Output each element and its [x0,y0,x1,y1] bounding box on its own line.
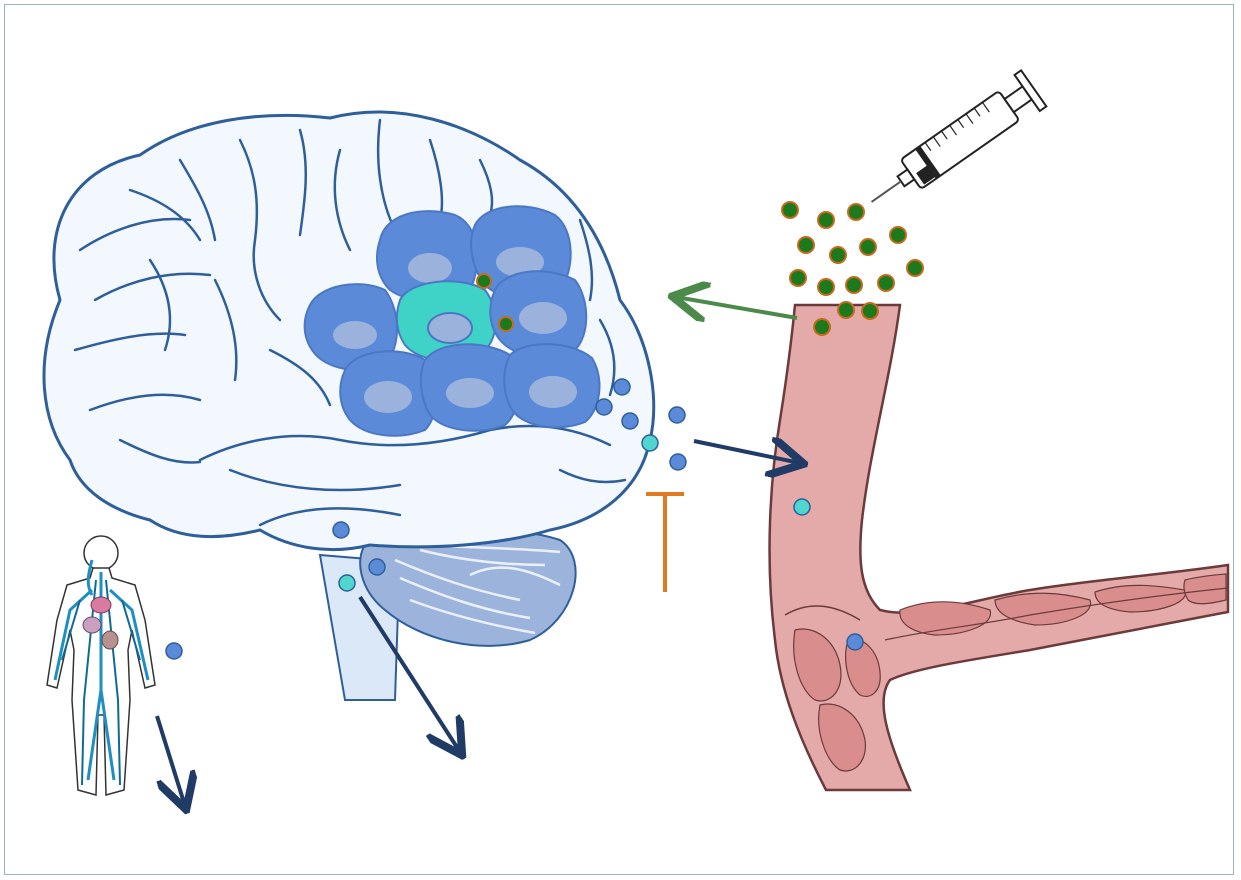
blood-vessel [770,305,1228,790]
tumor-cell [504,344,599,427]
syringe-icon [859,70,1046,220]
drug-particle [477,274,491,288]
drug-particle [499,317,513,331]
arrow-down-body [157,716,185,806]
arrow-drug-to-brain [676,297,797,318]
human-body-icon [47,536,155,795]
inhibition-symbol [646,494,684,592]
